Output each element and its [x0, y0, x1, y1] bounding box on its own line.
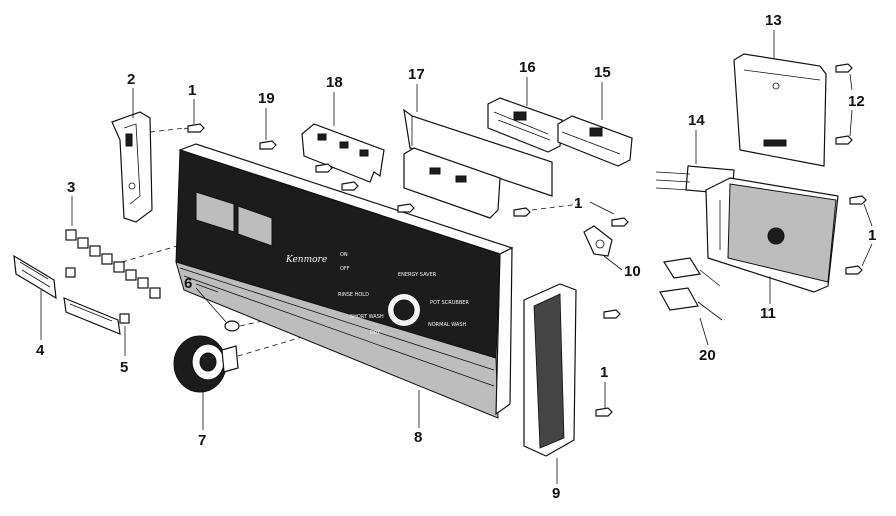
callout-9: 9	[552, 485, 560, 502]
push-buttons-3	[65, 229, 185, 299]
control-knob-7	[173, 319, 361, 393]
callout-17: 17	[408, 66, 425, 83]
label-energy-saver: ENERGY SAVER	[398, 272, 437, 278]
mounting-bracket-17	[397, 108, 581, 219]
callout-18: 18	[326, 74, 343, 91]
side-trim-9	[523, 283, 621, 457]
brand-logo: Kenmore	[285, 255, 327, 265]
end-bracket-2	[111, 111, 187, 223]
label-short-wash: SHORT WASH	[350, 314, 384, 320]
callouts: 1 2 3 4 5 6 7 8 9 10 11 12 13	[36, 12, 876, 502]
callout-1-lower: 1	[600, 364, 608, 381]
callout-19: 19	[258, 90, 275, 107]
screw-1-upper	[183, 123, 205, 133]
switch-block-16	[487, 97, 563, 153]
callout-10: 10	[624, 263, 641, 280]
screws-1-right	[845, 195, 867, 275]
control-panel-8: Kenmore ON OFF ENERGY SAVER POT SCRUBBER…	[175, 143, 514, 419]
callout-13: 13	[765, 12, 782, 29]
switch-block-15	[557, 115, 633, 167]
clamp-10	[583, 217, 629, 257]
callout-1-top: 1	[188, 82, 196, 99]
callout-2: 2	[127, 71, 135, 88]
label-normal-wash: NORMAL WASH	[428, 322, 467, 328]
callout-16: 16	[519, 59, 536, 76]
screws-12	[835, 63, 853, 145]
callout-12: 12	[848, 93, 865, 110]
callout-14: 14	[688, 112, 705, 129]
callout-4: 4	[36, 342, 45, 359]
callout-3: 3	[67, 179, 75, 196]
label-pot-scrubber: POT SCRUBBER	[430, 300, 469, 306]
timer-module-11	[705, 177, 839, 293]
mounting-bracket-18	[301, 123, 385, 191]
callout-7: 7	[198, 432, 206, 449]
clip-5	[65, 267, 130, 324]
callout-11: 11	[760, 305, 776, 322]
cover-13	[733, 53, 827, 167]
callout-20: 20	[699, 347, 716, 364]
callout-8: 8	[414, 429, 422, 446]
button-bezel-4	[13, 254, 121, 335]
callout-6: 6	[184, 275, 192, 292]
screw-19	[259, 140, 277, 150]
callout-5: 5	[120, 359, 128, 376]
wire-terminals-20	[659, 257, 723, 321]
callout-1-right: 1	[868, 227, 876, 244]
label-dry: DRY	[370, 330, 381, 336]
callout-15: 15	[594, 64, 611, 81]
label-on: ON	[340, 252, 348, 258]
callout-1-mid: 1	[574, 195, 582, 212]
label-rinse-hold: RINSE HOLD	[338, 292, 369, 298]
label-off: OFF	[340, 266, 350, 272]
